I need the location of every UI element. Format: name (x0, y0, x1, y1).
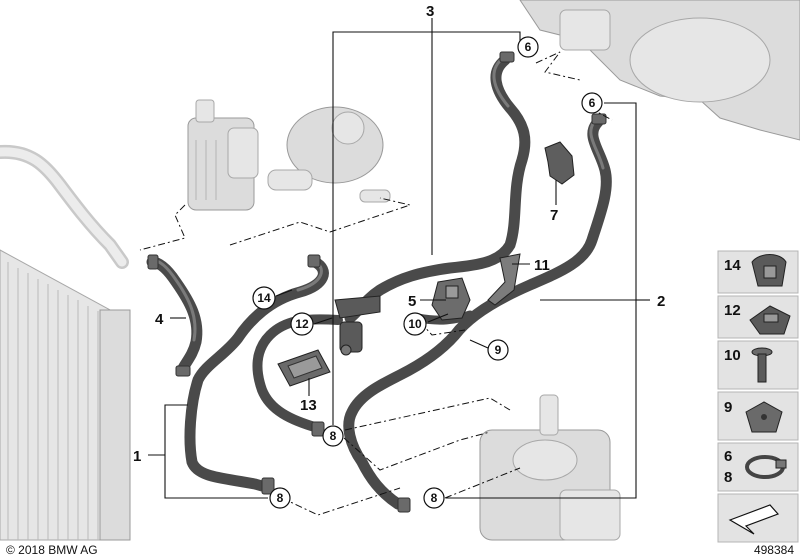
svg-text:8: 8 (277, 491, 284, 505)
svg-text:12: 12 (295, 317, 309, 331)
part-7-clip (544, 141, 575, 185)
callout-8-left: 8 (269, 487, 291, 509)
circled-callouts: 6 6 8 8 8 9 10 12 (252, 36, 603, 509)
copyright: © 2018 BMW AG (6, 543, 98, 557)
arrow-icon (728, 504, 780, 535)
expansion-tank-ghost (187, 99, 259, 211)
callout-5: 5 (408, 293, 416, 310)
legend-item-14[interactable]: 14 (717, 250, 799, 294)
diagram-number: 498384 (753, 543, 794, 557)
callout-12: 12 (290, 312, 314, 336)
callout-8-right: 8 (423, 487, 445, 509)
callout-6-top: 6 (517, 36, 539, 58)
legend-item-9[interactable]: 9 (717, 391, 799, 441)
svg-text:14: 14 (257, 291, 271, 305)
svg-text:6: 6 (724, 448, 732, 465)
part-13-pad (277, 349, 331, 387)
legend-arrow-panel[interactable] (717, 493, 799, 543)
svg-text:8: 8 (431, 491, 438, 505)
water-pump-ghost (267, 106, 391, 203)
parts-legend: 14 12 10 9 6 8 (717, 250, 799, 543)
part-5-bracket (431, 277, 471, 321)
callout-8-middle: 8 (322, 425, 344, 447)
callout-13: 13 (300, 397, 317, 414)
callout-14: 14 (252, 286, 276, 310)
callout-10: 10 (403, 312, 427, 336)
svg-text:10: 10 (408, 317, 422, 331)
callout-3: 3 (426, 3, 434, 20)
callout-labels: 1 2 3 4 5 7 11 13 (133, 3, 665, 465)
callout-6-right: 6 (581, 92, 603, 114)
svg-text:12: 12 (724, 302, 741, 319)
svg-text:14: 14 (724, 257, 741, 274)
callout-1: 1 (133, 448, 141, 465)
callout-4: 4 (155, 311, 164, 328)
svg-text:6: 6 (589, 96, 596, 110)
callout-2: 2 (657, 293, 665, 310)
upper-left-pipe-ghost (0, 144, 129, 269)
legend-item-10[interactable]: 10 (717, 340, 799, 390)
svg-text:9: 9 (724, 399, 732, 416)
heater-housing-ghost (519, 0, 800, 141)
auxiliary-heater-ghost (479, 394, 621, 541)
callout-11: 11 (534, 257, 550, 274)
svg-text:8: 8 (724, 469, 732, 486)
legend-item-6-8[interactable]: 6 8 (717, 442, 799, 492)
svg-text:9: 9 (495, 343, 502, 357)
callout-7: 7 (550, 207, 558, 224)
radiator-ghost (0, 249, 131, 541)
part-11-bracket (487, 253, 521, 306)
callout-9: 9 (487, 339, 509, 361)
svg-text:8: 8 (330, 429, 337, 443)
legend-item-12[interactable]: 12 (717, 295, 799, 339)
leader-lines (148, 18, 650, 499)
svg-text:6: 6 (525, 40, 532, 54)
svg-text:10: 10 (724, 347, 741, 364)
